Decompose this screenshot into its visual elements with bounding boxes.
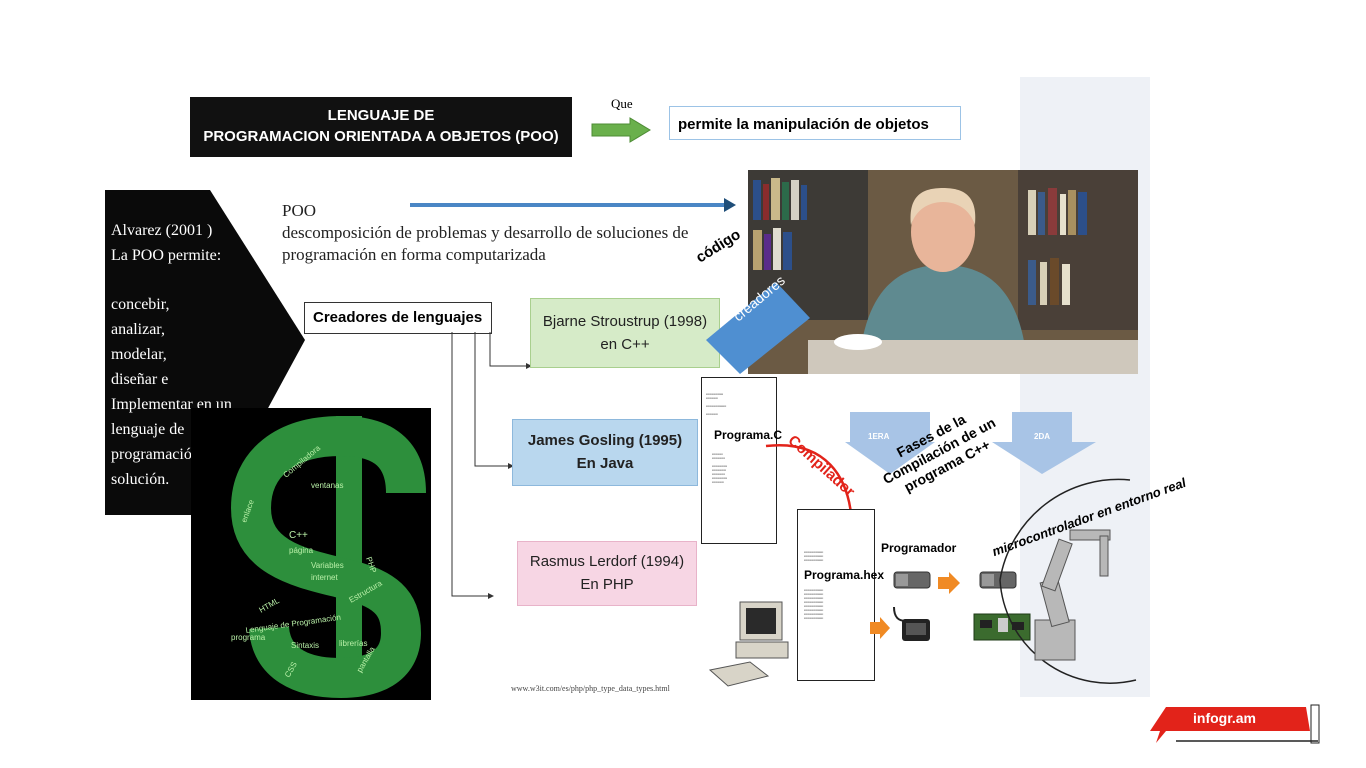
alvarez-item: lenguaje de <box>111 421 185 438</box>
poo-description: POO descomposición de problemas y desarr… <box>282 200 688 266</box>
alvarez-line1: Alvarez (2001 ) <box>111 222 213 239</box>
alvarez-item: diseñar e <box>111 371 169 388</box>
second-phase-label: 2DA <box>1034 432 1051 441</box>
programa-hex-document: ▪▪▪▪▪▪▪▪▪▪▪▪▪▪▪▪▪▪▪▪▪▪▪▪▪▪▪▪▪▪▪▪▪▪▪▪▪▪▪▪… <box>797 509 885 681</box>
chip-device-icon <box>979 571 1017 589</box>
orange-arrow-icon <box>938 572 960 594</box>
source-url-text: www.w3it.com/es/php/php_type_data_types.… <box>511 684 670 693</box>
svg-text:Lenguaje de Programación: Lenguaje de Programación <box>245 613 341 635</box>
svg-text:C++: C++ <box>289 530 308 541</box>
svg-text:Variables: Variables <box>311 561 344 570</box>
circuit-board-icon <box>973 613 1031 641</box>
programa-c-label: Programa.C <box>714 428 783 442</box>
creator-lang: en C++ <box>600 336 650 353</box>
infogram-label: infogr.am <box>1193 710 1257 726</box>
photo-illustration <box>748 170 1138 374</box>
svg-text:Sintaxis: Sintaxis <box>291 641 319 650</box>
stroustrup-photo <box>748 170 1138 374</box>
connector-lines <box>451 332 532 599</box>
creator-name: Rasmus Lerdorf (1994) <box>529 553 685 570</box>
programador-label: Programador <box>881 541 957 555</box>
green-arrow-icon <box>591 117 651 143</box>
alvarez-pentagon <box>105 190 305 515</box>
alvarez-item: analizar, <box>111 321 165 338</box>
alvarez-item: modelar, <box>111 346 167 363</box>
creadores-tag-shape <box>706 282 810 374</box>
svg-text:librerías: librerías <box>339 639 367 648</box>
title-line2: PROGRAMACION ORIENTADA A OBJETOS (POO) <box>203 128 559 145</box>
poo-heading: POO <box>282 201 317 220</box>
creator-lang: En PHP <box>580 576 634 593</box>
hex-lines: ▪▪▪▪▪▪▪▪▪▪▪▪▪▪▪▪▪▪▪▪▪▪▪▪▪▪▪▪▪▪▪▪▪▪▪▪▪▪▪▪… <box>804 550 824 562</box>
dollar-sign-icon: Lenguaje de Programación Variables inter… <box>230 415 426 699</box>
svg-text:ventanas: ventanas <box>311 481 343 490</box>
computer-icon <box>708 601 789 687</box>
svg-text:programa: programa <box>231 633 266 642</box>
svg-text:página: página <box>289 546 314 555</box>
que-label: Que <box>611 96 633 111</box>
creator-lang: En Java <box>576 455 634 472</box>
svg-text:internet: internet <box>311 573 338 582</box>
first-phase-arrow-icon <box>845 412 935 474</box>
programa-c-document: ▪▪▪▪▪▪▪▪▪▪▪▪▪▪▪▪▪▪▪▪▪▪▪▪▪▪▪▪▪▪▪▪▪▪▪▪▪▪▪▪… <box>701 377 783 544</box>
poo-line2: programación en forma computarizada <box>282 245 546 264</box>
svg-text:HTML: HTML <box>258 596 282 615</box>
alvarez-line2: La POO permite: <box>111 247 222 264</box>
code-lines: ▪▪▪▪▪▪▪▪▪▪▪▪▪▪▪▪▪▪▪▪▪▪▪▪▪▪▪▪▪▪▪▪▪▪▪▪▪▪▪▪… <box>712 452 727 484</box>
permite-box: permite la manipulación de objetos <box>669 106 961 140</box>
programa-hex-label: Programa.hex <box>804 568 885 582</box>
title-box: LENGUAJE DE PROGRAMACION ORIENTADA A OBJ… <box>190 97 572 157</box>
first-phase-label: 1ERA <box>868 432 890 441</box>
alvarez-item: concebir, <box>111 296 170 313</box>
creator-name: Bjarne Stroustrup (1998) <box>542 313 708 330</box>
codigo-tag: código <box>693 225 744 267</box>
code-lines: ▪▪▪▪▪▪▪▪▪▪▪▪▪▪▪▪▪▪▪▪▪▪▪▪▪▪▪▪▪▪▪▪▪▪▪▪▪▪▪▪… <box>706 392 727 416</box>
creadores-box: Creadores de lenguajes <box>304 302 492 334</box>
usb-programmer-icon <box>893 606 930 641</box>
creator-box-bjarne: Bjarne Stroustrup (1998) en C++ <box>530 298 720 368</box>
programmer-device-icon <box>893 571 931 589</box>
infogram-logo <box>1150 704 1320 744</box>
creator-name: James Gosling (1995) <box>527 432 683 449</box>
dollar-wordcloud-image: Lenguaje de Programación Variables inter… <box>191 408 431 700</box>
creator-box-gosling: James Gosling (1995) En Java <box>512 419 698 486</box>
blue-arrow-icon <box>410 198 736 212</box>
second-phase-arrow-icon <box>992 412 1096 474</box>
hex-lines: ▪▪▪▪▪▪▪▪▪▪▪▪▪▪▪▪▪▪▪▪▪▪▪▪▪▪▪▪▪▪▪▪▪▪▪▪▪▪▪▪… <box>804 588 824 620</box>
poo-line1: descomposición de problemas y desarrollo… <box>282 223 689 242</box>
robot-circle-image <box>999 478 1137 684</box>
orange-arrow-icon <box>870 617 890 639</box>
title-line1: LENGUAJE DE <box>327 107 435 124</box>
alvarez-item: solución. <box>111 471 170 488</box>
creator-box-lerdorf: Rasmus Lerdorf (1994) En PHP <box>517 541 697 606</box>
